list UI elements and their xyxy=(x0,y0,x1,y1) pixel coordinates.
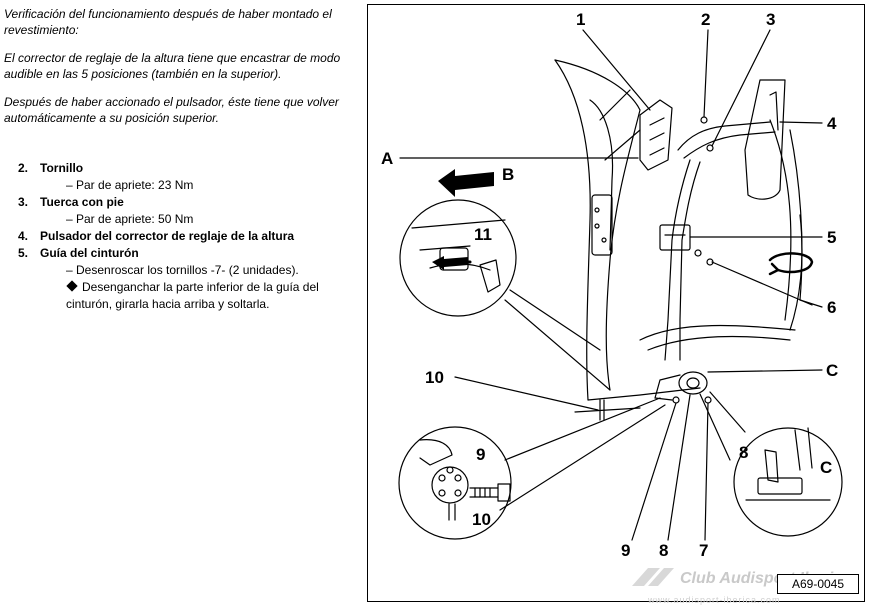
label-4: 4 xyxy=(827,114,837,133)
inset-label-8: 8 xyxy=(739,443,748,462)
inset-label-9: 9 xyxy=(476,445,485,464)
watermark-logo-icon xyxy=(632,568,674,586)
inset-detail-9-10 xyxy=(398,426,512,540)
steps-list: 2.Tornillo – Par de apriete: 23 Nm 3.Tue… xyxy=(18,160,358,313)
figure-code: A69-0045 xyxy=(777,574,859,594)
label-a: A xyxy=(381,149,393,168)
step-5-title: 5.Guía del cinturón xyxy=(18,246,139,260)
step-3-torque: – Par de apriete: 50 Nm xyxy=(66,212,194,226)
belt-top xyxy=(677,121,771,151)
retractor xyxy=(678,371,708,395)
inset-label-c: C xyxy=(820,458,832,477)
watermark-url: www.audisport-iberica.com xyxy=(648,595,781,605)
figure-frame xyxy=(367,4,865,602)
label-6: 6 xyxy=(827,298,836,317)
step-3-title: 3.Tuerca con pie xyxy=(18,195,124,209)
step-2-torque: – Par de apriete: 23 Nm xyxy=(66,178,194,192)
label-b: B xyxy=(502,165,514,184)
step-2-title: 2.Tornillo xyxy=(18,161,84,175)
step-5-bullet: Desenganchar la parte inferior de la guí… xyxy=(66,280,319,311)
step-4-title: 4.Pulsador del corrector de reglaje de l… xyxy=(18,229,295,243)
inset-detail-8-c xyxy=(733,427,843,537)
inset-label-10: 10 xyxy=(472,510,491,529)
direction-arrow-icon xyxy=(438,169,494,197)
label-7: 7 xyxy=(699,541,708,560)
label-c: C xyxy=(826,361,838,380)
intro-paragraph-2: El corrector de reglaje de la altura tie… xyxy=(4,51,341,81)
label-9: 9 xyxy=(621,541,630,560)
label-3: 3 xyxy=(766,10,775,29)
inset-detail-11 xyxy=(399,199,517,317)
label-8: 8 xyxy=(659,541,668,560)
belt-webbing xyxy=(664,159,691,361)
height-adjuster xyxy=(639,99,673,171)
label-5: 5 xyxy=(827,228,836,247)
label-11: 11 xyxy=(474,225,492,244)
release-arrow-icon xyxy=(432,256,468,270)
seat-headrest xyxy=(744,79,786,200)
rotate-arrow-icon xyxy=(768,252,814,274)
label-2: 2 xyxy=(701,10,710,29)
instructions-column: Verificación del funcionamiento después … xyxy=(4,6,356,138)
pillar-outline xyxy=(554,59,641,391)
intro-paragraph-3: Después de haber accionado el pulsador, … xyxy=(4,95,339,125)
step-5-instruction: – Desenroscar los tornillos -7- (2 unida… xyxy=(66,263,299,277)
belt-guide xyxy=(659,224,691,251)
label-1: 1 xyxy=(576,10,585,29)
intro-paragraph-1: Verificación del funcionamiento después … xyxy=(4,7,332,37)
label-10: 10 xyxy=(425,368,444,387)
